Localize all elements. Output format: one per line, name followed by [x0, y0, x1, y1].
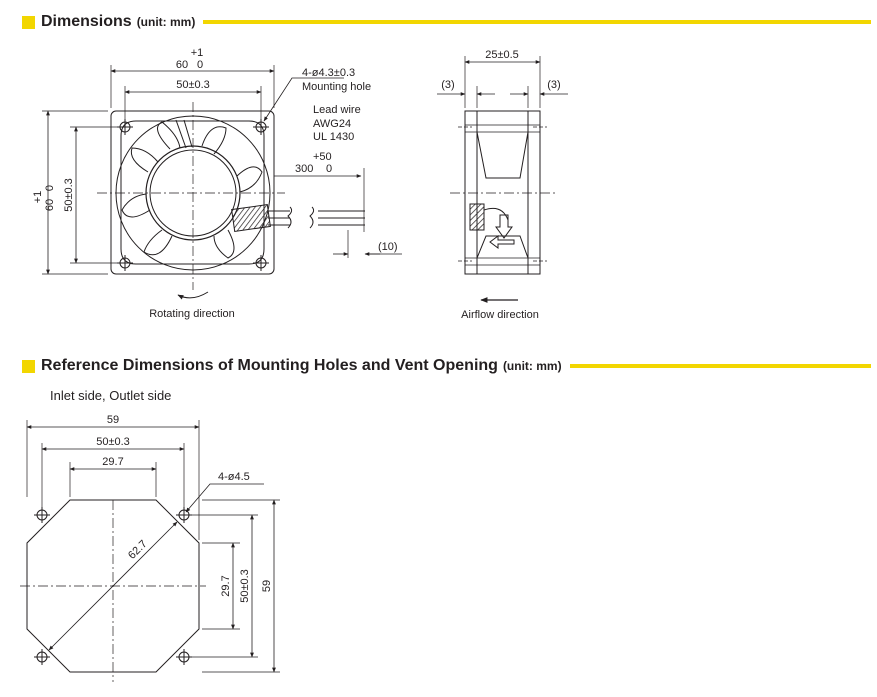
fan-venturi-outline [120, 120, 265, 265]
mounting-hole-label: Mounting hole [302, 81, 371, 93]
ref-mounting-hole [176, 507, 192, 523]
mounting-hole [253, 255, 269, 271]
dimensions-header: Dimensions (unit: mm) [22, 13, 871, 31]
fan-blade [236, 166, 263, 193]
lead-length-tol-minus: 0 [326, 163, 332, 175]
gap-left-label: (3) [441, 79, 454, 91]
reference-unit: (unit: mm) [502, 359, 562, 373]
mounting-hole [253, 119, 269, 135]
lead-length-tol-plus: +50 [313, 151, 332, 163]
reference-subtitle: Inlet side, Outlet side [50, 388, 172, 403]
dimensions-unit: (unit: mm) [136, 15, 196, 29]
side-lead-wire [483, 207, 509, 221]
width-nominal: 60 [176, 59, 188, 71]
vent-opening-octagon [26, 499, 200, 673]
hole-pitch-label: 50±0.3 [176, 79, 210, 91]
fan-spoke [183, 119, 193, 148]
ref-hole-leader [185, 483, 264, 513]
hole-pitch-v-label: 50±0.3 [63, 178, 75, 212]
rotation-indicator-arrow [495, 214, 513, 239]
fan-blade [157, 121, 181, 150]
ref-mounting-hole [34, 649, 50, 665]
width-tol-plus: +1 [191, 47, 204, 59]
dim-diagonal [48, 521, 178, 651]
wire-break-mark [287, 206, 293, 229]
fan-blade [201, 126, 227, 155]
fan-frame-outline [110, 110, 275, 275]
outer-width-label: 59 [107, 414, 119, 426]
fan-blade [121, 193, 151, 218]
fan-blade [130, 147, 159, 173]
hole-pitch-ref-label: 50±0.3 [96, 436, 130, 448]
width-tol-minus: 0 [197, 59, 203, 71]
lead-wire-line-2: AWG24 [313, 118, 351, 130]
front-view-labels: +1 60 0 50±0.3 4-ø4.3±0.3 Mounting hole … [32, 47, 398, 320]
motor-housing-top [476, 131, 529, 179]
reference-header: Reference Dimensions of Mounting Holes a… [22, 357, 871, 375]
lead-wire-line-1: Lead wire [313, 104, 361, 116]
airflow-indicator-arrow [489, 235, 515, 249]
side-outline [464, 110, 541, 275]
reference-drawing [20, 420, 280, 682]
fan-blade [143, 229, 173, 256]
reference-title: Reference Dimensions of Mounting Holes a… [41, 357, 498, 374]
mounting-hole-size: 4-ø4.3±0.3 [302, 67, 355, 79]
rotating-direction-label: Rotating direction [149, 308, 235, 320]
mounting-hole-leader [263, 77, 344, 122]
height-tol-minus: 0 [44, 185, 56, 191]
fan-blade [213, 229, 235, 259]
section-rule [203, 20, 871, 24]
section-marker [22, 359, 35, 373]
rotation-arrow [177, 291, 209, 300]
right-mid-label: 50±0.3 [239, 569, 251, 603]
wire-break-mark [309, 206, 315, 229]
side-lead-bundle [469, 203, 485, 231]
reference-labels: 59 50±0.3 29.7 4-ø4.5 62.7 29.7 50±0.3 5… [96, 414, 273, 603]
ref-hole-size: 4-ø4.5 [218, 471, 250, 483]
lead-length: 300 [295, 163, 313, 175]
airflow-direction-label: Airflow direction [461, 309, 539, 321]
motor-housing-bottom [476, 235, 529, 259]
strip-length-label: (10) [378, 241, 398, 253]
section-rule [569, 364, 871, 368]
gap-right-label: (3) [547, 79, 560, 91]
fan-spoke [175, 119, 187, 149]
depth-label: 25±0.5 [485, 49, 519, 61]
right-outer-label: 59 [261, 580, 273, 592]
diagonal-label: 62.7 [126, 538, 150, 562]
front-view [42, 65, 402, 300]
dimensions-title: Dimensions [41, 13, 132, 30]
ref-mounting-hole [34, 507, 50, 523]
height-tol-plus: +1 [32, 191, 44, 204]
side-view-labels: 25±0.5 (3) (3) Airflow direction [441, 49, 560, 321]
height-nominal: 60 [44, 199, 56, 211]
section-marker [22, 15, 35, 29]
lead-wire-bundle [231, 204, 271, 232]
side-view [437, 56, 568, 303]
lead-wire-line-3: UL 1430 [313, 131, 354, 143]
ref-mounting-hole [176, 649, 192, 665]
right-inner-label: 29.7 [220, 575, 232, 596]
vent-flat-label: 29.7 [102, 456, 123, 468]
